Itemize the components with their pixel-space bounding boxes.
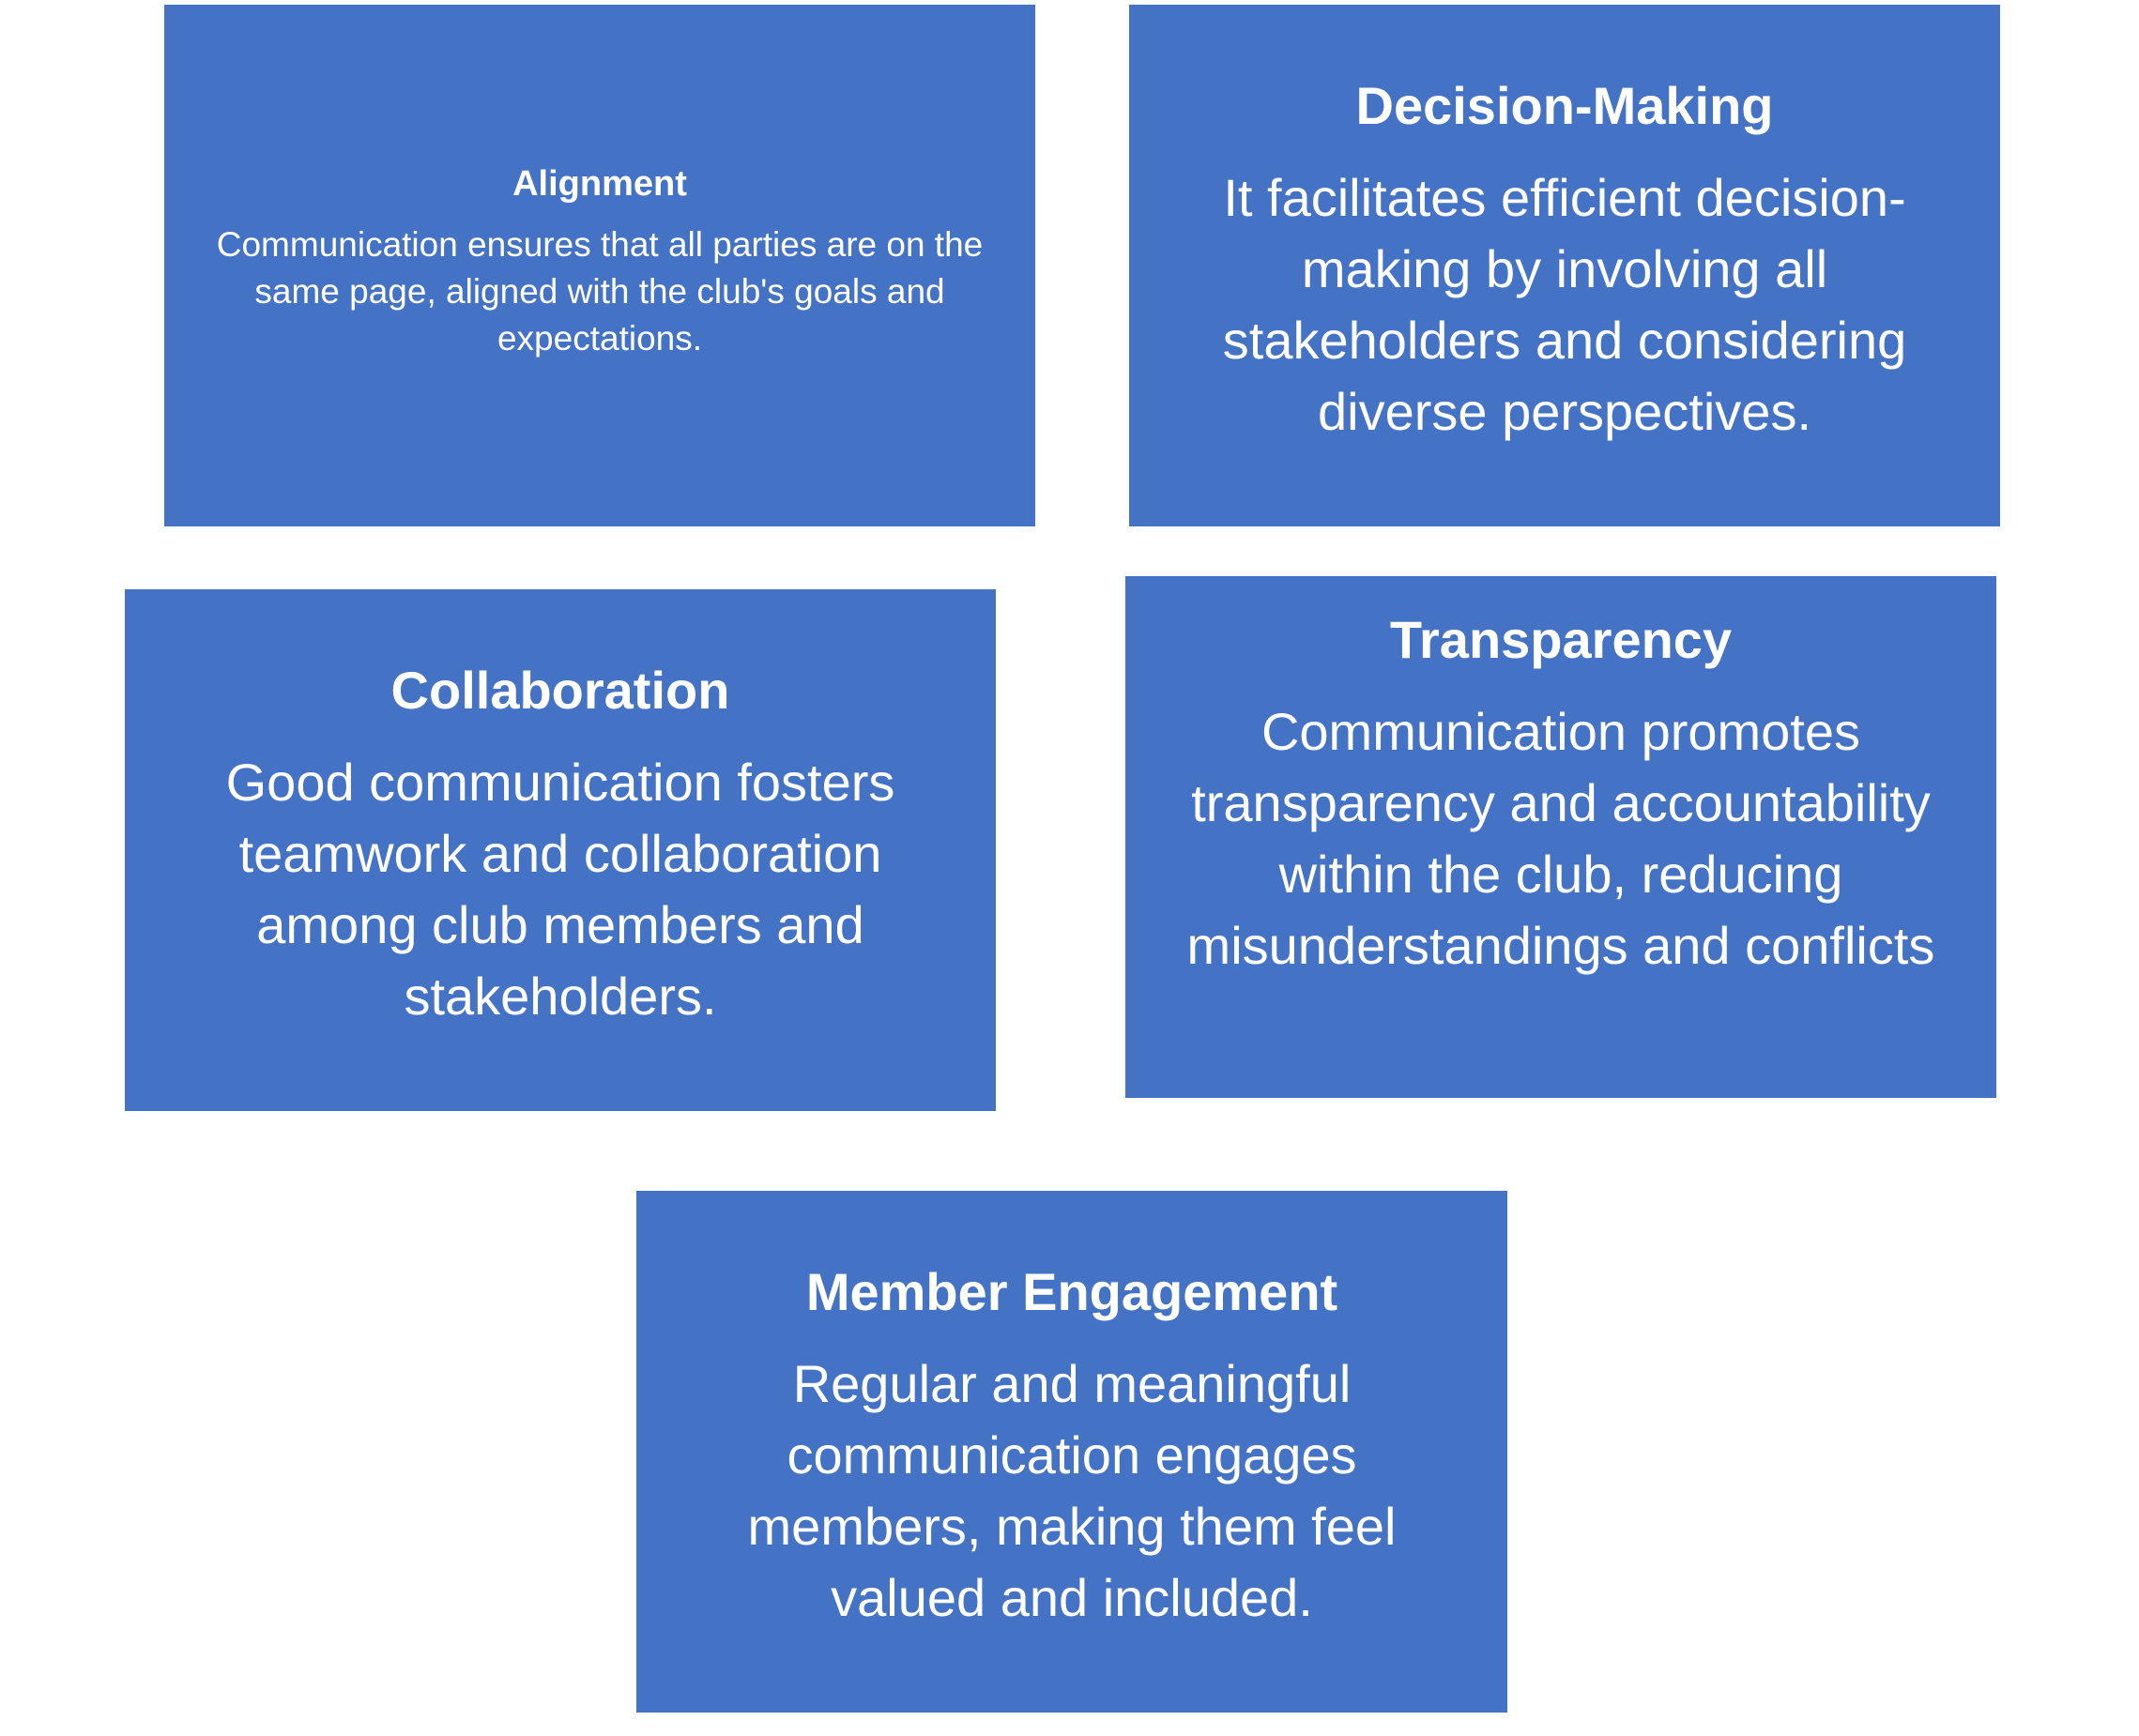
- alignment-text: Communication ensures that all parties a…: [216, 225, 984, 358]
- collaboration-box: Collaboration Good communication fosters…: [125, 589, 996, 1111]
- member-engagement-box: Member Engagement Regular and meaningful…: [636, 1191, 1507, 1713]
- transparency-text: Communication promotes transparency and …: [1186, 702, 1935, 975]
- decision-making-text: It facilitates efficient decision-making…: [1222, 168, 1907, 441]
- decision-making-box: Decision-Making It facilitates efficient…: [1129, 5, 2000, 526]
- member-engagement-text: Regular and meaningful communication eng…: [747, 1354, 1397, 1627]
- decision-making-title: Decision-Making: [1355, 76, 1774, 135]
- alignment-title: Alignment: [512, 164, 687, 204]
- alignment-box: Alignment Communication ensures that all…: [164, 5, 1035, 526]
- transparency-title: Transparency: [1389, 610, 1733, 669]
- transparency-box: Transparency Communication promotes tran…: [1125, 576, 1996, 1098]
- collaboration-title: Collaboration: [390, 661, 730, 720]
- collaboration-text: Good communication fosters teamwork and …: [225, 753, 895, 1026]
- member-engagement-title: Member Engagement: [805, 1262, 1338, 1321]
